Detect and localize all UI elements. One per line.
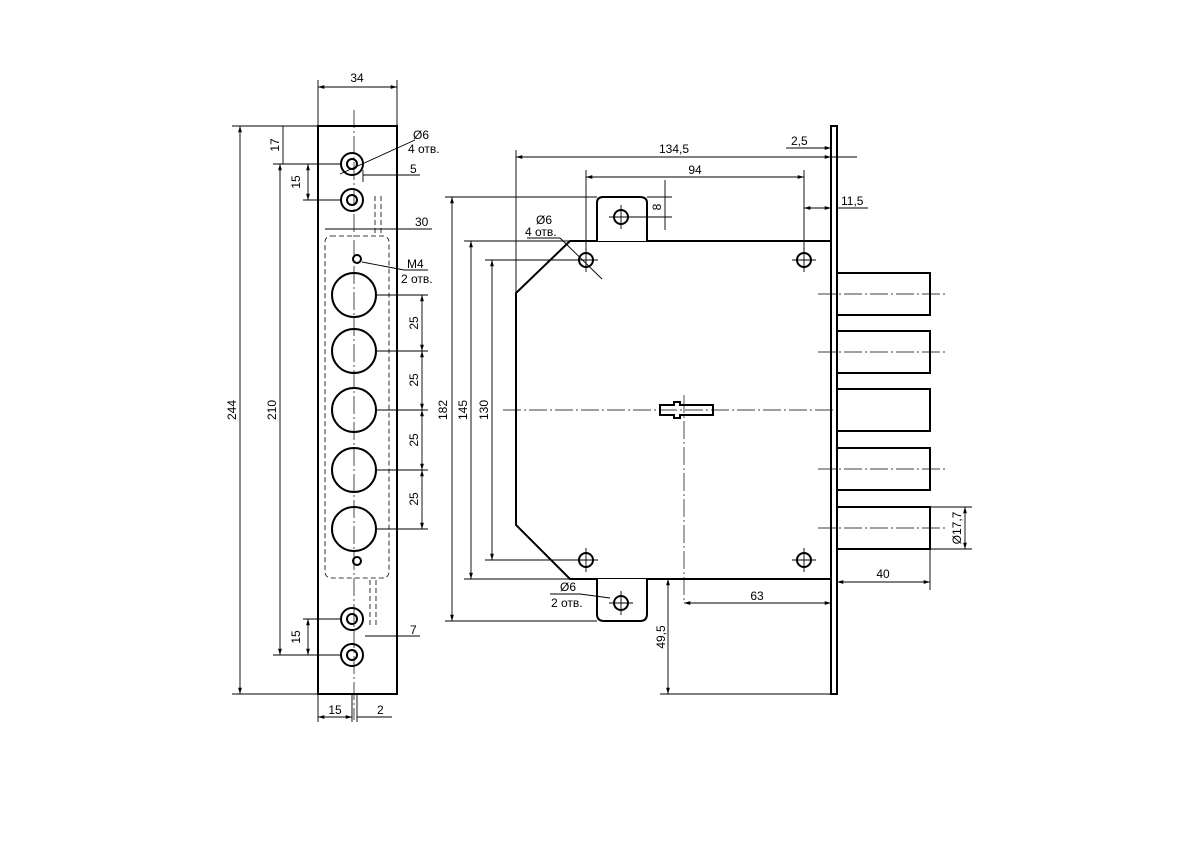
mount-hole bbox=[340, 643, 364, 667]
bolt-pocket-outline bbox=[324, 235, 390, 579]
callout-case-hole-size: Ø6 bbox=[536, 213, 552, 227]
dim-top-pitch: 15 bbox=[289, 175, 303, 189]
callout-case-hole-count: 4 отв. bbox=[525, 225, 557, 239]
mount-hole bbox=[340, 607, 364, 631]
dim-bolt-pitch: 25 bbox=[407, 316, 421, 330]
lock-body-view: 134,5 2,5 94 11,5 8 182 145 130 bbox=[436, 125, 972, 695]
callout-tab-hole-count: 2 отв. bbox=[551, 596, 583, 610]
callout-mount-hole-count: 4 отв. bbox=[408, 142, 440, 156]
dim-bolt-pitch: 25 bbox=[407, 433, 421, 447]
dim-strike-height: 244 bbox=[225, 400, 239, 420]
dim-edge-offset-top: 5 bbox=[410, 162, 417, 176]
dim-overall-depth: 134,5 bbox=[659, 142, 689, 156]
dim-bolt-throw: 40 bbox=[876, 567, 890, 581]
mount-hole bbox=[340, 188, 364, 212]
dim-bottom-pitch: 15 bbox=[289, 630, 303, 644]
case-mount-hole bbox=[792, 248, 816, 272]
dim-bolt-pitch: 25 bbox=[407, 492, 421, 506]
dim-backset: 63 bbox=[750, 589, 764, 603]
strike-plate-view: 34 244 210 17 15 15 5 7 30 bbox=[225, 71, 440, 722]
dim-faceplate-thickness: 2,5 bbox=[791, 134, 808, 148]
callout-thread-size: M4 bbox=[407, 257, 424, 271]
callout-mount-hole-size: Ø6 bbox=[413, 128, 429, 142]
dim-bolt-pitch: 25 bbox=[407, 373, 421, 387]
dim-hole-span: 210 bbox=[265, 400, 279, 420]
dim-faceplate-offset: 11,5 bbox=[841, 194, 864, 208]
dim-edge-offset-bottom: 7 bbox=[410, 623, 417, 637]
dim-bottom-right: 2 bbox=[377, 703, 384, 717]
dim-pocket-width: 30 bbox=[415, 215, 429, 229]
dim-strike-width: 34 bbox=[350, 71, 364, 85]
dim-top-offset: 17 bbox=[268, 138, 282, 152]
lock-bolt bbox=[836, 388, 931, 432]
bottom-mount-tab bbox=[596, 579, 648, 622]
threaded-hole bbox=[352, 556, 362, 566]
dim-bolt-diameter: Ø17,7 bbox=[950, 511, 964, 544]
callout-tab-hole-size: Ø6 bbox=[560, 580, 576, 594]
top-mount-tab bbox=[596, 196, 648, 241]
dim-tab-height: 8 bbox=[650, 203, 664, 210]
dim-height-outer: 182 bbox=[436, 400, 450, 420]
dim-bottom-offset: 49,5 bbox=[654, 625, 668, 649]
dim-tab-pitch: 94 bbox=[688, 163, 702, 177]
dim-hole-pitch: 130 bbox=[477, 400, 491, 420]
dim-height-body: 145 bbox=[456, 400, 470, 420]
case-mount-hole bbox=[792, 548, 816, 572]
callout-thread-count: 2 отв. bbox=[401, 272, 433, 286]
dim-bottom-left: 15 bbox=[328, 703, 342, 717]
threaded-hole bbox=[352, 254, 362, 264]
